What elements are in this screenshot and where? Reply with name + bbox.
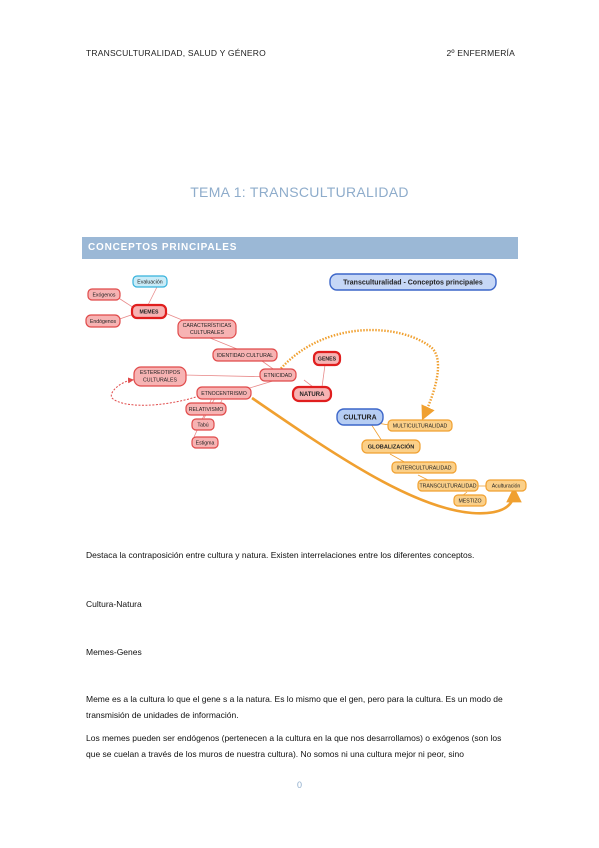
svg-text:IDENTIDAD CULTURAL: IDENTIDAD CULTURAL <box>217 353 274 359</box>
node-transculturalidad: TRANSCULTURALIDAD <box>417 479 479 492</box>
node-mestizo: MESTIZO <box>453 494 487 507</box>
node-aculturacion: Aculturación <box>485 479 527 492</box>
svg-text:NATURA: NATURA <box>300 392 326 398</box>
svg-text:ETNICIDAD: ETNICIDAD <box>264 373 292 379</box>
svg-text:Exógenos: Exógenos <box>92 292 115 298</box>
paragraph-memes-types: Los memes pueden ser endógenos (pertenec… <box>86 733 502 759</box>
node-interculturalidad: INTERCULTURALIDAD <box>391 461 457 474</box>
section-banner: CONCEPTOS PRINCIPALES <box>82 237 518 259</box>
arrow-etnocentrismo-aculturacion <box>251 396 522 515</box>
svg-text:CULTURALES: CULTURALES <box>143 377 177 383</box>
node-estigma: Estigma <box>191 436 219 449</box>
svg-text:TRANSCULTURALIDAD: TRANSCULTURALIDAD <box>420 483 477 489</box>
svg-text:INTERCULTURALIDAD: INTERCULTURALIDAD <box>397 465 452 471</box>
node-evaluacion: Evaluación <box>132 275 168 288</box>
header-right: 2º ENFERMERÍA <box>446 48 515 58</box>
node-relativismo: RELATIVISMO <box>185 402 227 416</box>
svg-text:CARACTERÍSTICAS: CARACTERÍSTICAS <box>183 322 232 329</box>
node-cultura: CULTURA <box>336 408 384 426</box>
svg-text:MEMES: MEMES <box>139 309 159 315</box>
svg-text:RELATIVISMO: RELATIVISMO <box>189 407 224 413</box>
node-identidad: IDENTIDAD CULTURAL <box>212 348 278 362</box>
paragraph-intro: Destaca la contraposición entre cultura … <box>86 550 475 560</box>
paragraph-meme-definition: Meme es a la cultura lo que el gene s a … <box>86 694 503 720</box>
node-tabu: Tabú <box>191 418 215 431</box>
arrow-etnicidad-multiculturalidad <box>276 328 440 421</box>
header-left: TRANSCULTURALIDAD, SALUD Y GÉNERO <box>86 48 266 58</box>
node-exogenos: Exógenos <box>87 288 121 301</box>
node-natura: NATURA <box>291 385 333 403</box>
map-title-box: Transculturalidad - Conceptos principale… <box>329 273 497 291</box>
svg-text:Evaluación: Evaluación <box>137 279 162 285</box>
svg-text:ETNOCENTRISMO: ETNOCENTRISMO <box>201 391 247 397</box>
heading-memes-genes: Memes-Genes <box>86 647 142 657</box>
svg-text:CULTURALES: CULTURALES <box>190 330 224 336</box>
svg-text:GENES: GENES <box>318 356 337 362</box>
node-etnicidad: ETNICIDAD <box>259 368 297 382</box>
node-estereotipos: ESTEREOTIPOS CULTURALES <box>133 366 187 387</box>
node-etnocentrismo: ETNOCENTRISMO <box>196 386 252 400</box>
node-multiculturalidad: MULTICULTURALIDAD <box>387 419 453 432</box>
map-title: Transculturalidad - Conceptos principale… <box>343 279 483 286</box>
heading-cultura-natura: Cultura-Natura <box>86 599 142 609</box>
node-endogenos: Endógenos <box>85 314 121 328</box>
svg-text:Endógenos: Endógenos <box>90 319 117 325</box>
svg-text:GLOBALIZACIÓN: GLOBALIZACIÓN <box>368 442 415 450</box>
svg-text:Aculturación: Aculturación <box>492 483 521 489</box>
svg-text:Estigma: Estigma <box>196 440 215 446</box>
node-memes: MEMES <box>130 303 168 320</box>
node-genes: GENES <box>312 350 342 367</box>
node-globalizacion: GLOBALIZACIÓN <box>361 439 421 454</box>
node-caracteristicas: CARACTERÍSTICAS CULTURALES <box>177 319 237 339</box>
arrow-etnocentrismo-estereotipos <box>110 377 200 406</box>
svg-text:MULTICULTURALIDAD: MULTICULTURALIDAD <box>393 423 448 429</box>
svg-text:MESTIZO: MESTIZO <box>458 498 481 504</box>
concept-map: Transculturalidad - Conceptos principale… <box>82 268 532 520</box>
svg-text:Tabú: Tabú <box>197 422 208 428</box>
page-title: TEMA 1: TRANSCULTURALIDAD <box>190 184 409 200</box>
svg-text:CULTURA: CULTURA <box>343 414 376 421</box>
page-number: 0 <box>296 780 302 790</box>
svg-text:ESTEREOTIPOS: ESTEREOTIPOS <box>140 370 181 376</box>
